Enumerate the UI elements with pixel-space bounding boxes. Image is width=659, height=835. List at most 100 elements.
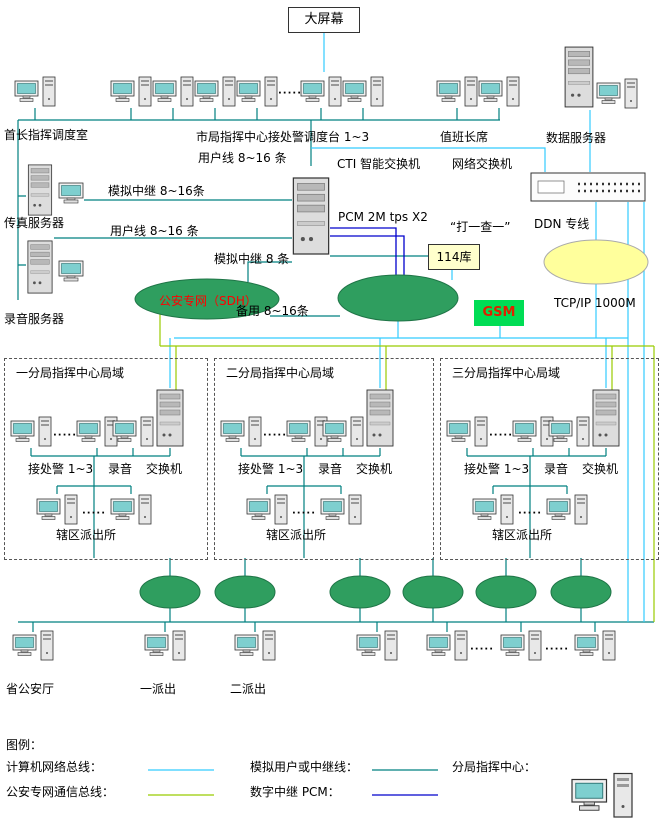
pc-icon: [574, 630, 616, 661]
recording-label: 录音: [318, 462, 343, 476]
station-cloud-2: [214, 575, 276, 609]
branch2-box: [214, 358, 434, 560]
pc-icon: [596, 78, 638, 109]
pcm-line-1: [330, 227, 397, 277]
pc-icon: [236, 76, 278, 107]
lib114-box: 114库: [428, 244, 480, 270]
branch3-internal-lines: [466, 448, 607, 558]
big-screen-box: 大屏幕: [288, 7, 360, 33]
station-cloud-4: [402, 575, 464, 609]
station-label: 辖区派出所: [266, 528, 327, 542]
analog-trunk-a-label: 模拟中继 8~16条: [108, 184, 205, 198]
pc-icon: [356, 630, 398, 661]
backup-label: 备用 8~16条: [236, 304, 309, 318]
top-pc-stubs: [34, 108, 500, 120]
branch1-internal-lines: [30, 448, 171, 558]
station-cloud-3: [329, 575, 391, 609]
pc-icon: [342, 76, 384, 107]
legend-title: 图例：: [6, 738, 43, 752]
user-line-b-label: 用户线 8~16 条: [110, 224, 199, 238]
pc-icon: [300, 76, 342, 107]
analog-trunk-8-link: [247, 261, 292, 282]
net-switch-label: 网络交换机: [452, 157, 513, 171]
chief-room-label: 首长指挥调度室: [4, 128, 89, 142]
pc-icon: [12, 630, 54, 661]
alarm-label: 接处警 1~3: [464, 462, 530, 476]
legend-branch-center-label: 分局指挥中心：: [452, 760, 537, 774]
ellipsis-dots: ·····: [292, 508, 316, 519]
pc-icon: [144, 630, 186, 661]
recording-label: 录音: [108, 462, 133, 476]
fax-server-icon: [27, 164, 53, 216]
ellipsis-dots: ·····: [82, 508, 106, 519]
branch1-box: [4, 358, 208, 560]
ellipsis-dots: ·····: [263, 430, 287, 441]
server-icon: [564, 46, 594, 108]
ellipsis-dots: ·····: [489, 430, 513, 441]
legend-computer-bus-label: 计算机网络总线：: [6, 760, 103, 774]
monitor-icon: [58, 182, 84, 204]
analog-lines-group: [17, 108, 654, 771]
pcm-label: PCM 2M tps X2: [338, 210, 428, 224]
recording-label: 录音: [544, 462, 569, 476]
analog-trunk-b-label: 模拟中继 8 条: [214, 252, 290, 266]
sdh-lines-group: [148, 314, 655, 796]
cti-switch-icon: [292, 177, 330, 255]
province-label: 省公安厅: [6, 682, 55, 696]
cti-switch-label: CTI 智能交换机: [337, 157, 421, 171]
pcm-line-2: [330, 235, 405, 277]
legend-sdh-bus-label: 公安专网通信总线：: [6, 785, 115, 799]
ellipsis-dots: ·····: [518, 508, 542, 519]
dial-check-label: “打一查一”: [450, 220, 511, 234]
pc-icon: [194, 76, 236, 107]
pc-icon: [14, 76, 56, 107]
sdh-branch-feeds: [175, 346, 613, 390]
pcm-lines-group: [330, 227, 438, 796]
pc-icon: [234, 630, 276, 661]
station-cloud-1: [139, 575, 201, 609]
ellipsis-dots: ·····: [53, 430, 77, 441]
legend-analog-label: 模拟用户或中继线：: [250, 760, 359, 774]
legend-pcm-label: 数字中继 PCM：: [250, 785, 340, 799]
switch-label: 交换机: [582, 462, 619, 476]
pc-icon: [478, 76, 520, 107]
branch1-title: 一分局指挥中心局域: [16, 366, 125, 380]
ellipsis-dots: ·····: [545, 644, 569, 655]
tcpip-label: TCP/IP 1000M: [554, 296, 636, 310]
station1-label: 一派出: [140, 682, 177, 696]
center-cloud: [337, 274, 459, 322]
station-label: 辖区派出所: [56, 528, 117, 542]
station-cloud-6: [550, 575, 612, 609]
station2-label: 二派出: [230, 682, 267, 696]
fax-server-label: 传真服务器: [4, 216, 65, 230]
sdh-cloud-label: 公安专网（SDH）: [159, 294, 257, 308]
pc-icon: [436, 76, 478, 107]
switch-label: 交换机: [356, 462, 393, 476]
alarm-label: 接处警 1~3: [238, 462, 304, 476]
pc-icon: [426, 630, 468, 661]
cloud-to-bus-drops: [169, 607, 582, 622]
city-console-label: 市局指挥中心接处警调度台 1~3: [196, 130, 370, 144]
switch-label: 交换机: [146, 462, 183, 476]
station-cloud-5: [475, 575, 537, 609]
ellipsis-dots: ·····: [278, 88, 302, 99]
branch-center-legend-icon: [571, 772, 633, 818]
ellipsis-dots: ·····: [470, 644, 494, 655]
box-to-cloud-risers: [169, 558, 582, 578]
branch3-title: 三分局指挥中心局域: [452, 366, 561, 380]
duty-chief-label: 值班长席: [440, 130, 489, 144]
pc-icon: [500, 630, 542, 661]
pc-icon: [152, 76, 194, 107]
recording-server-label: 录音服务器: [4, 312, 65, 326]
cti-netswitch-line: [311, 147, 546, 172]
pc-icon: [110, 76, 152, 107]
data-server-label: 数据服务器: [546, 131, 607, 145]
sdh-cloud: [134, 278, 280, 320]
ddn-cloud: [543, 239, 649, 285]
bottom-pc-stubs: [32, 622, 596, 632]
station-label: 辖区派出所: [492, 528, 553, 542]
alarm-label: 接处警 1~3: [28, 462, 94, 476]
monitor-icon: [58, 260, 84, 282]
